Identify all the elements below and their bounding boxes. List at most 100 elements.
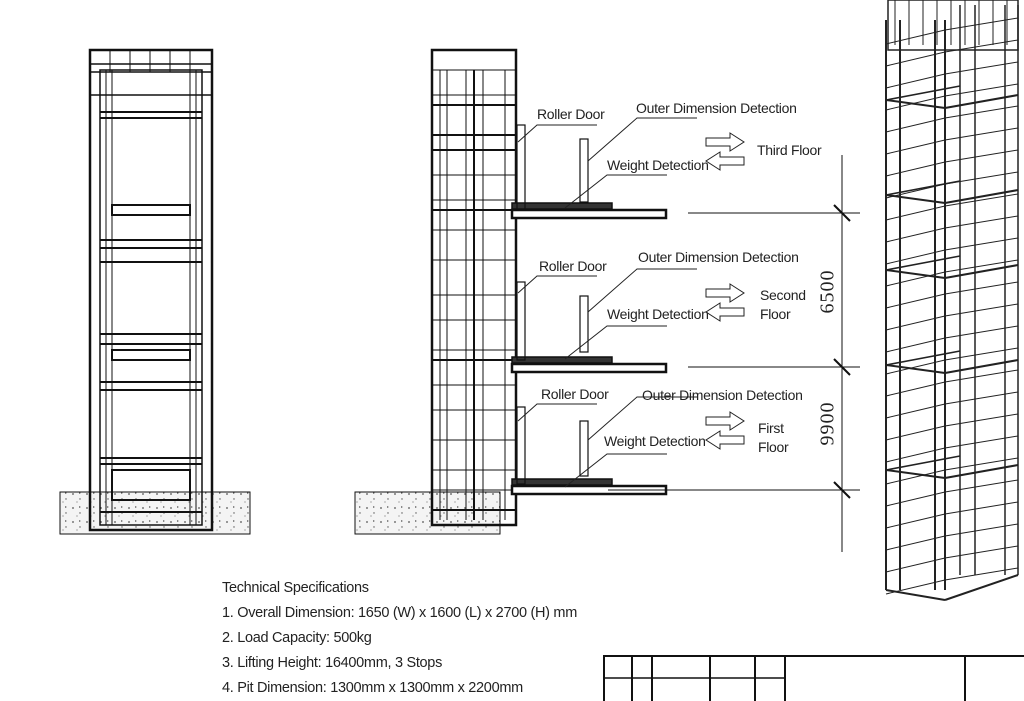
ground-pit [354,491,501,535]
drawing-line [885,180,961,196]
callout-weight-detection [564,174,667,209]
first-floor-label-line1: First [758,420,784,436]
drawing-rect [579,295,589,353]
drawing-line [885,85,961,101]
spec-item: 3. Lifting Height: 16400mm, 3 Stops [222,655,443,671]
drawing-line [944,149,1019,163]
drawing-line [944,391,1019,405]
roller-door-label-2: Roller Door [539,258,607,274]
spec-item: 4. Pit Dimension: 1300mm x 1300mm x 2200… [222,680,523,696]
drawing-line [885,139,946,155]
outer-dimension-label-1: Outer Dimension Detection [642,387,803,403]
weight-detection-label-2: Weight Detection [607,306,709,322]
drawing-line [885,535,946,551]
drawing-line [885,205,946,221]
dimension-6500: 6500 [816,269,839,314]
drawing-line [944,281,1019,295]
drawing-line [944,325,1019,339]
drawing-line [944,83,1019,97]
drawing-line [944,61,1019,75]
dimension-line [608,155,860,552]
drawing-line [944,501,1019,515]
drawing-line [885,117,946,133]
drawing-rect [111,349,191,361]
dimension-9900: 9900 [816,401,839,446]
callout-outer-dimension [587,396,697,441]
drawing-line [944,17,1019,31]
second-floor-label-line2: Floor [760,306,791,322]
drawing-line [885,271,946,287]
drawing-line [885,269,946,279]
drawing-line [944,435,1019,449]
drawing-line [944,479,1019,493]
drawing-line [944,369,1019,383]
roller-door-label-1: Roller Door [541,386,609,402]
drawing-rect [111,204,191,216]
drawing-line [944,523,1019,537]
callout-roller-door [517,275,597,294]
outer-dimension-label-3: Outer Dimension Detection [636,100,797,116]
drawing-line [885,249,946,265]
drawing-line [885,455,961,471]
drawing-line [885,469,946,485]
side-elevation-view [354,48,668,535]
callout-outer-dimension [587,268,697,313]
drawing-line [885,194,946,204]
callout-outer-dimension [587,117,697,162]
drawing-line [944,413,1019,427]
drawing-line [885,469,946,479]
front-elevation-view [59,48,251,535]
isometric-view [885,0,1019,601]
drawing-line [885,491,946,507]
drawing-rect [99,69,203,526]
drawing-line [885,161,946,177]
drawing-line [885,364,946,374]
drawing-line [885,350,961,366]
drawing-line [885,589,946,601]
callout-weight-detection [564,325,667,360]
drawing-line [885,255,961,271]
drawing-rect [579,420,589,477]
drawing-line [944,259,1019,273]
drawing-rect [516,124,526,211]
drawing-line [885,557,946,573]
second-floor-label-line1: Second [760,287,806,303]
drawing-line [944,303,1019,317]
drawing-rect [510,208,668,220]
drawing-rect [516,281,526,361]
callout-roller-door [517,124,597,143]
spec-item: 1. Overall Dimension: 1650 (W) x 1600 (L… [222,605,577,621]
drawing-line [944,215,1019,229]
arrow-left-icon [705,302,745,322]
specs-title: Technical Specifications [222,580,369,596]
drawing-rect [887,0,1019,51]
drawing-line [885,337,946,353]
drawing-rect [516,406,526,485]
drawing-line [944,457,1019,471]
drawing-rect [111,469,191,501]
callout-lines [517,117,745,488]
drawing-line [944,567,1019,581]
drawing-line [944,193,1019,207]
arrow-right-icon [705,132,745,152]
arrow-right-icon [705,411,745,431]
drawing-line [885,513,946,529]
drawing-line [885,447,946,463]
spec-item: 2. Load Capacity: 500kg [222,630,372,646]
drawing-line [885,315,946,331]
third-floor-label: Third Floor [757,142,822,158]
drawing-line [885,99,946,109]
drawing-line [885,359,946,375]
drawing-rect [511,478,613,486]
drawing-line [885,425,946,441]
drawing-line [944,264,1019,279]
drawing-line [944,127,1019,141]
weight-detection-label-1: Weight Detection [604,433,706,449]
callout-weight-detection [564,453,667,488]
drawing-line [885,29,946,45]
drawing-rect [511,202,613,210]
arrow-right-icon [705,283,745,303]
drawing-line [885,381,946,397]
